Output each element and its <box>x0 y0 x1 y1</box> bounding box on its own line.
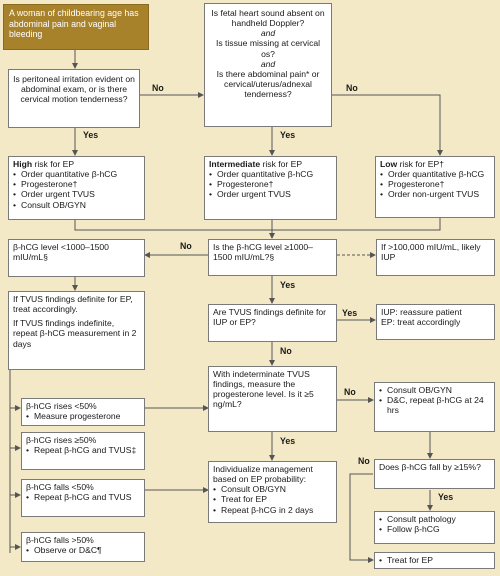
likely-iup-box: If >100,000 mIU/mL, likely IUP <box>376 239 495 276</box>
consult-pathology-item: Follow β-hCG <box>379 524 490 534</box>
iup-reassure-line1: IUP: reassure patient <box>381 307 462 317</box>
question-progesterone-text: With indeterminate TVUS findings, measur… <box>213 369 314 410</box>
individualize-box: Individualize management based on EP pro… <box>208 461 337 523</box>
intermediate-risk-level: Intermediate <box>209 159 261 169</box>
consult-pathology-box: Consult pathology Follow β-hCG <box>374 511 495 544</box>
consult-dc-item: Consult OB/GYN <box>379 385 490 395</box>
question-fall-text: Does β-hCG fall by ≥15%? <box>379 462 481 472</box>
individualize-item: Repeat β-hCG in 2 days <box>213 505 332 515</box>
question-peritoneal-text: Is peritoneal irritation evident on abdo… <box>13 74 135 105</box>
label-no-3: No <box>180 241 192 251</box>
rises-lt50-item: Measure progesterone <box>26 411 140 421</box>
individualize-text: Individualize management based on EP pro… <box>213 464 313 485</box>
hcg-low-box: β-hCG level <1000–1500 mIU/mL§ <box>8 239 145 277</box>
hcg-low-text: β-hCG level <1000–1500 mIU/mL§ <box>13 242 109 263</box>
fetal-line-3: Is there abdominal pain* or cervical/ute… <box>216 68 320 100</box>
individualize-item: Consult OB/GYN <box>213 484 332 494</box>
question-tvus: Are TVUS findings definite for IUP or EP… <box>208 304 337 342</box>
tvus-repeat-box: If TVUS findings definite for EP, treat … <box>8 291 145 370</box>
label-yes-2: Yes <box>280 130 296 140</box>
falls-lt50-title: β-hCG falls <50% <box>26 482 94 492</box>
label-yes-5: Yes <box>280 436 296 446</box>
falls-gt50-item: Observe or D&C¶ <box>26 545 140 555</box>
question-tvus-text: Are TVUS findings definite for IUP or EP… <box>213 307 327 328</box>
question-fetal-heart: Is fetal heart sound absent on handheld … <box>204 3 332 127</box>
low-risk-item: Order non-urgent TVUS <box>380 189 490 199</box>
intermediate-risk-item: Order urgent TVUS <box>209 189 332 199</box>
low-risk-item: Progesterone† <box>380 179 490 189</box>
high-risk-title: risk for EP <box>32 159 75 169</box>
label-no-5: No <box>344 387 356 397</box>
treat-ep-box: Treat for EP <box>374 552 495 569</box>
question-progesterone: With indeterminate TVUS findings, measur… <box>208 366 337 432</box>
question-hcg-level: Is the β-hCG level ≥1000–1500 mIU/mL?§ <box>208 239 337 276</box>
rises-ge50-title: β-hCG rises ≥50% <box>26 435 97 445</box>
intermediate-risk-item: Order quantitative β-hCG <box>209 169 332 179</box>
fetal-and-1: and <box>260 28 276 39</box>
label-yes-1: Yes <box>83 130 99 140</box>
label-no-4: No <box>280 346 292 356</box>
rises-ge50-box: β-hCG rises ≥50% Repeat β-hCG and TVUS‡ <box>21 432 145 470</box>
question-hcg-level-text: Is the β-hCG level ≥1000–1500 mIU/mL?§ <box>213 242 313 263</box>
intermediate-risk-title: risk for EP <box>260 159 303 169</box>
consult-pathology-item: Consult pathology <box>379 514 490 524</box>
high-risk-level: High <box>13 159 33 169</box>
individualize-item: Treat for EP <box>213 494 332 504</box>
low-risk-item: Order quantitative β-hCG <box>380 169 490 179</box>
treat-ep-item: Treat for EP <box>379 555 490 565</box>
rises-lt50-box: β-hCG rises <50% Measure progesterone <box>21 398 145 426</box>
intermediate-risk-item: Progesterone† <box>209 179 332 189</box>
start-box: A woman of childbearing age has abdomina… <box>3 4 149 50</box>
high-risk-item: Progesterone† <box>13 179 140 189</box>
iup-reassure-line2: EP: treat accordingly <box>381 317 461 328</box>
falls-gt50-title: β-hCG falls >50% <box>26 535 94 545</box>
rises-lt50-title: β-hCG rises <50% <box>26 401 97 411</box>
low-risk-box: Low risk for EP† Order quantitative β-hC… <box>375 156 495 218</box>
likely-iup-text: If >100,000 mIU/mL, likely IUP <box>381 242 481 263</box>
tvus-repeat-p2: If TVUS findings indefinite, repeat β-hC… <box>13 318 137 349</box>
fetal-line-1: Is fetal heart sound absent on handheld … <box>211 8 325 29</box>
question-peritoneal: Is peritoneal irritation evident on abdo… <box>8 69 140 128</box>
label-no-2: No <box>346 83 358 93</box>
falls-lt50-item: Repeat β-hCG and TVUS <box>26 492 140 502</box>
start-text: A woman of childbearing age has abdomina… <box>9 8 139 40</box>
iup-reassure-box: IUP: reassure patient EP: treat accordin… <box>376 304 495 340</box>
falls-lt50-box: β-hCG falls <50% Repeat β-hCG and TVUS <box>21 479 145 517</box>
low-risk-title: risk for EP† <box>397 159 444 169</box>
label-yes-6: Yes <box>438 492 454 502</box>
high-risk-box: High risk for EP Order quantitative β-hC… <box>8 156 145 220</box>
high-risk-item: Order quantitative β-hCG <box>13 169 140 179</box>
high-risk-item: Consult OB/GYN <box>13 200 140 210</box>
question-fall: Does β-hCG fall by ≥15%? <box>374 459 495 489</box>
label-no-6: No <box>358 456 370 466</box>
low-risk-level: Low <box>380 159 398 169</box>
label-no-1: No <box>152 83 164 93</box>
label-yes-4: Yes <box>342 308 358 318</box>
fetal-and-2: and <box>260 58 276 69</box>
label-yes-3: Yes <box>280 280 296 290</box>
fetal-line-2: Is tissue missing at cervical os? <box>215 38 321 59</box>
rises-ge50-item: Repeat β-hCG and TVUS‡ <box>26 445 140 455</box>
high-risk-item: Order urgent TVUS <box>13 189 140 199</box>
falls-gt50-box: β-hCG falls >50% Observe or D&C¶ <box>21 532 145 562</box>
consult-dc-box: Consult OB/GYN D&C, repeat β-hCG at 24 h… <box>374 382 495 432</box>
tvus-repeat-p1: If TVUS findings definite for EP, treat … <box>13 294 133 315</box>
intermediate-risk-box: Intermediate risk for EP Order quantitat… <box>204 156 337 220</box>
consult-dc-item: D&C, repeat β-hCG at 24 hrs <box>379 395 490 415</box>
